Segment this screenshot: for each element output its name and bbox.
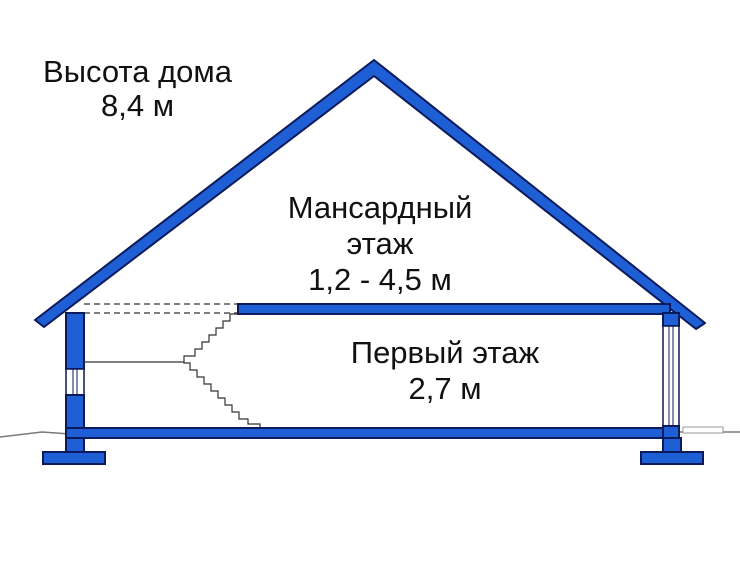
attic-floor-height: 1,2 - 4,5 м bbox=[308, 262, 452, 297]
right-foundation bbox=[640, 437, 704, 465]
left-wall bbox=[65, 312, 85, 436]
house-height-title: Высота дома bbox=[43, 54, 232, 89]
ground-line bbox=[0, 426, 740, 438]
staircase bbox=[183, 313, 261, 430]
attic-floor-name-line1: Мансардный bbox=[287, 190, 473, 225]
attic-floor-dashed-opening bbox=[84, 303, 238, 314]
attic-floor-slab bbox=[237, 303, 671, 315]
first-floor-name: Первый этаж bbox=[350, 335, 540, 370]
left-foundation bbox=[42, 437, 106, 465]
right-window bbox=[662, 325, 680, 427]
left-window bbox=[65, 368, 85, 396]
first-floor-height: 2,7 м bbox=[408, 371, 482, 406]
roof bbox=[34, 59, 706, 330]
attic-floor-name-line2: этаж bbox=[346, 226, 414, 261]
house-height-value: 8,4 м bbox=[100, 88, 175, 123]
first-floor-slab bbox=[65, 427, 664, 439]
right-wall bbox=[662, 312, 680, 449]
